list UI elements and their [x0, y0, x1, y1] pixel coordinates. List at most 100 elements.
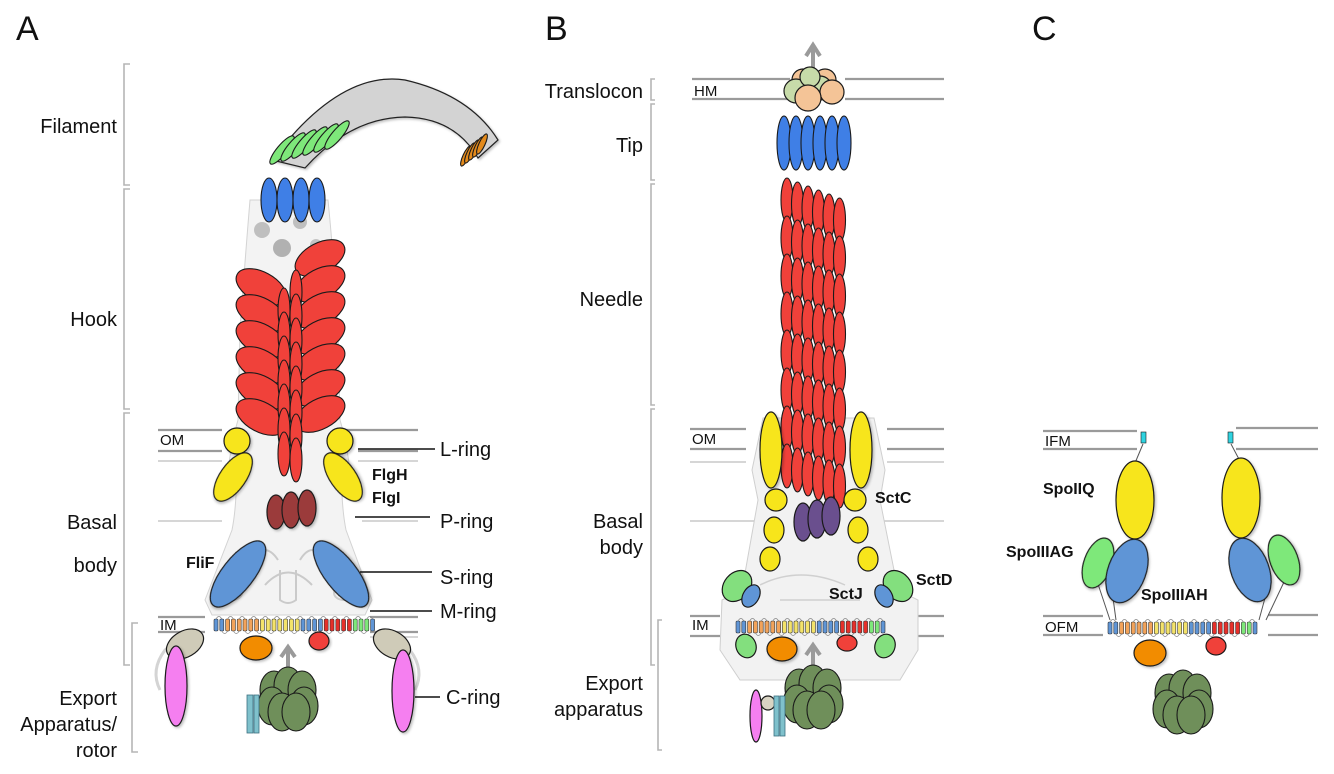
- export-gate-residue: [1142, 621, 1148, 635]
- translocon: [783, 66, 845, 112]
- label-s-ring: S-ring: [440, 567, 493, 589]
- atpase-subunit: [281, 692, 311, 732]
- needle-subunit: [832, 311, 847, 357]
- stalk-b: [749, 689, 786, 743]
- export-gate-residue: [254, 618, 259, 632]
- export-gate-residue: [294, 618, 300, 632]
- atpase-complex-b: [782, 664, 844, 730]
- membrane-label-im-b: IM: [692, 617, 709, 634]
- panel-c-letter: C: [1032, 10, 1057, 48]
- region-label-apparatus: Apparatus/: [20, 714, 117, 736]
- export-gate-residue: [231, 618, 236, 632]
- panel-b-letter: B: [545, 10, 568, 48]
- label-sctj: SctJ: [829, 586, 863, 603]
- secretin-sctc: [759, 411, 879, 572]
- region-label-apparatus-b: apparatus: [554, 699, 643, 721]
- hook-subunit: [277, 431, 291, 477]
- atpase-subunit: [806, 690, 836, 730]
- label-spoiiiag: SpoIIIAG: [1006, 544, 1074, 561]
- label-spoiiq: SpoIIQ: [1043, 481, 1095, 498]
- export-gate-residue: [1177, 621, 1182, 635]
- panel-a: A Filament Hook Basal body Export Appara…: [16, 10, 500, 762]
- export-gate-residue: [857, 620, 863, 634]
- region-label-needle: Needle: [580, 289, 643, 311]
- export-gate-residue: [289, 618, 294, 632]
- export-gate-residue: [834, 620, 839, 634]
- export-gate-residue: [1246, 621, 1252, 635]
- export-gate-residue: [1107, 621, 1113, 635]
- export-gate-residue: [271, 618, 277, 632]
- label-flgh: FlgH: [372, 467, 408, 484]
- region-label-translocon: Translocon: [545, 81, 643, 103]
- export-gate-residue: [1188, 621, 1194, 635]
- export-gate-residue: [248, 618, 254, 632]
- panel-b: B Translocon Tip Needle Basal body Expor…: [545, 10, 952, 751]
- export-gate-residue: [863, 620, 868, 634]
- label-sctd: SctD: [916, 572, 952, 589]
- filament-arc: [270, 78, 499, 169]
- export-gate-residue: [816, 620, 822, 634]
- needle-subunit: [832, 197, 847, 243]
- inner-ring-sctd-sctj: [721, 569, 914, 608]
- export-gate-residue: [219, 618, 225, 632]
- membrane-label-ifm: IFM: [1045, 433, 1071, 450]
- cytoplasmic-components-c: [1133, 636, 1227, 667]
- tip-complex: [776, 115, 852, 171]
- export-gate-residue: [1159, 621, 1165, 635]
- junction-subunit: [276, 177, 294, 223]
- label-c-ring: C-ring: [446, 687, 500, 709]
- export-gate-residue: [283, 618, 288, 632]
- export-gate-residue: [869, 620, 874, 634]
- export-gate-residue: [1148, 621, 1153, 635]
- export-gate-residue: [874, 620, 880, 634]
- export-gate-residue: [1223, 621, 1229, 635]
- export-gate-residue: [306, 618, 312, 632]
- export-gate-residue: [341, 618, 346, 632]
- junction-subunit: [260, 177, 278, 223]
- export-gate-residue: [735, 620, 741, 634]
- export-gate-residue: [260, 618, 265, 632]
- label-flif: FliF: [186, 555, 215, 572]
- hook-junction-blue: [260, 177, 326, 223]
- export-gate-residue: [1212, 621, 1217, 635]
- export-gate-residue: [1200, 621, 1206, 635]
- bracket-export-apparatus-b: [657, 619, 662, 751]
- bracket-filament: [123, 63, 130, 186]
- needle-subunit: [832, 273, 847, 319]
- export-gate-residue: [318, 618, 323, 632]
- region-label-basal: Basal: [67, 512, 117, 534]
- export-gate-residue: [1194, 621, 1200, 635]
- label-sctc: SctC: [875, 490, 912, 507]
- label-p-ring: P-ring: [440, 511, 493, 533]
- export-gate-residue: [1165, 621, 1171, 635]
- export-gate-residues-c: [1107, 619, 1258, 637]
- panel-b-host-membrane: [692, 77, 944, 101]
- panel-c-membranes: [1043, 426, 1318, 637]
- p-ring: [266, 489, 317, 530]
- export-gate-residue: [1130, 621, 1136, 635]
- label-spoiiiah: SpoIIIAH: [1141, 587, 1208, 604]
- hook-subunits: [235, 239, 346, 483]
- bracket-translocon: [650, 78, 655, 101]
- export-gate-residue: [822, 620, 828, 634]
- filament-subunit: [324, 120, 350, 150]
- membrane-label-om-b: OM: [692, 431, 716, 448]
- bracket-basal-body: [123, 412, 130, 666]
- secretion-arrow-b: [804, 41, 822, 69]
- ms-ring-flif: [209, 540, 370, 608]
- spoiiiah: [1105, 537, 1272, 604]
- export-gate-residue: [811, 620, 816, 634]
- region-label-export-b: Export: [585, 673, 643, 695]
- filament-cap-green: [269, 120, 350, 165]
- export-gate-residue: [1235, 621, 1240, 635]
- export-gate-residue: [370, 618, 375, 632]
- export-gate-residue: [787, 620, 793, 634]
- stalk-a: [246, 694, 260, 734]
- panel-a-letter: A: [16, 10, 39, 48]
- tip-subunit: [836, 115, 852, 171]
- export-gate-residue: [1241, 621, 1246, 635]
- region-label-body-b: body: [600, 537, 643, 559]
- export-gate-residue: [845, 620, 851, 634]
- export-gate-residue: [758, 620, 764, 634]
- inner-rod: [793, 496, 841, 542]
